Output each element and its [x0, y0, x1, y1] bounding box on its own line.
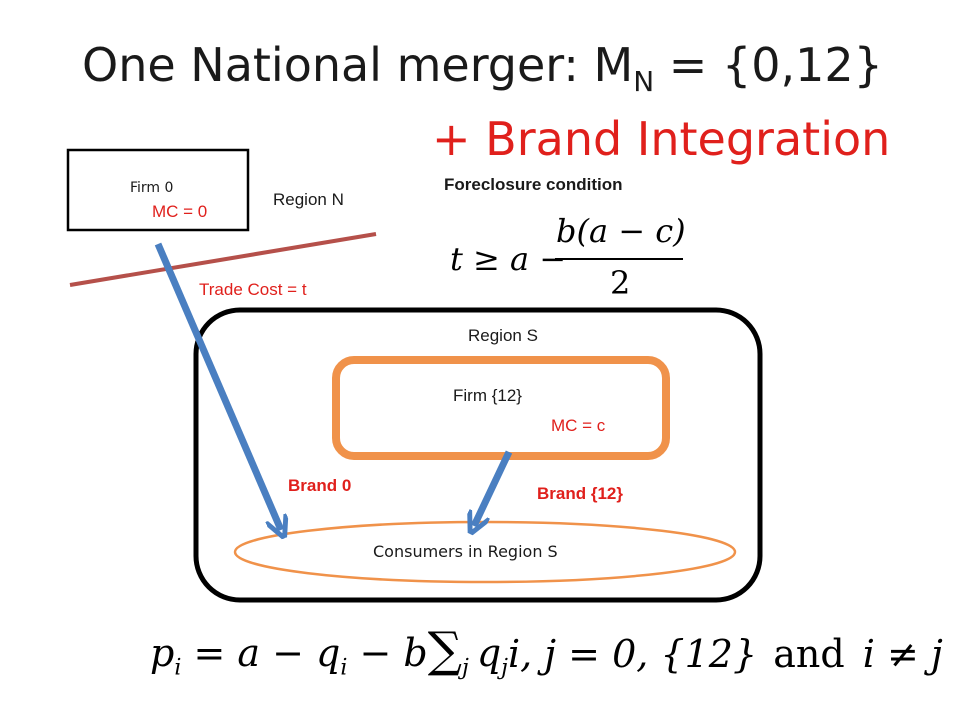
eq-q2: q: [476, 631, 502, 675]
neq-text: i ≠ j: [862, 632, 943, 676]
eq-q2-sub: j: [501, 655, 508, 681]
firm0-mc: MC = 0: [152, 202, 208, 221]
foreclosure-denominator: 2: [610, 264, 631, 302]
firm12-mc: MC = c: [551, 416, 606, 435]
brand0-label: Brand 0: [288, 476, 352, 495]
title-subscript: N: [633, 65, 655, 98]
brand12-label: Brand {12}: [537, 484, 623, 503]
arrow-firm12-to-consumers: [474, 450, 513, 526]
trade-cost-label: Trade Cost = t: [199, 280, 307, 299]
foreclosure-heading: Foreclosure condition: [444, 175, 623, 194]
eq-q-sub: i: [340, 655, 348, 681]
eq-p-sub: i: [174, 655, 182, 681]
region-s-box: [193, 307, 763, 603]
region-n-label: Region N: [273, 190, 344, 209]
index-set: i, j = 0, {12} and i ≠ j: [508, 630, 943, 678]
fraction-bar: [555, 258, 683, 260]
title-text: One National merger: M: [82, 38, 634, 92]
title-set: = {0,12}: [654, 38, 883, 92]
firm0-name: Firm 0: [130, 180, 174, 196]
eq-minus-b: − b: [347, 631, 428, 675]
arrow-firm0-to-consumers: [154, 242, 281, 530]
eq-a-minus-q: = a − q: [181, 631, 341, 675]
sum-sub: j: [462, 655, 469, 681]
sum-symbol: ∑: [427, 622, 462, 678]
region-s-label: Region S: [468, 326, 538, 345]
page-subtitle: + Brand Integration: [432, 112, 891, 166]
and-word: and: [773, 632, 845, 676]
eq-p: p: [150, 631, 175, 675]
indices-text: i, j = 0, {12}: [508, 632, 758, 676]
foreclosure-numerator: b(a − c): [556, 212, 686, 250]
foreclosure-lhs: t ≥ a −: [450, 240, 567, 278]
firm12-box: [332, 356, 670, 460]
region-divider-line: [69, 232, 377, 287]
page-title: One National merger: MN = {0,12}: [82, 38, 883, 98]
consumers-label: Consumers in Region S: [373, 542, 558, 561]
firm12-name: Firm {12}: [453, 386, 522, 405]
firm0-box: [66, 148, 250, 232]
